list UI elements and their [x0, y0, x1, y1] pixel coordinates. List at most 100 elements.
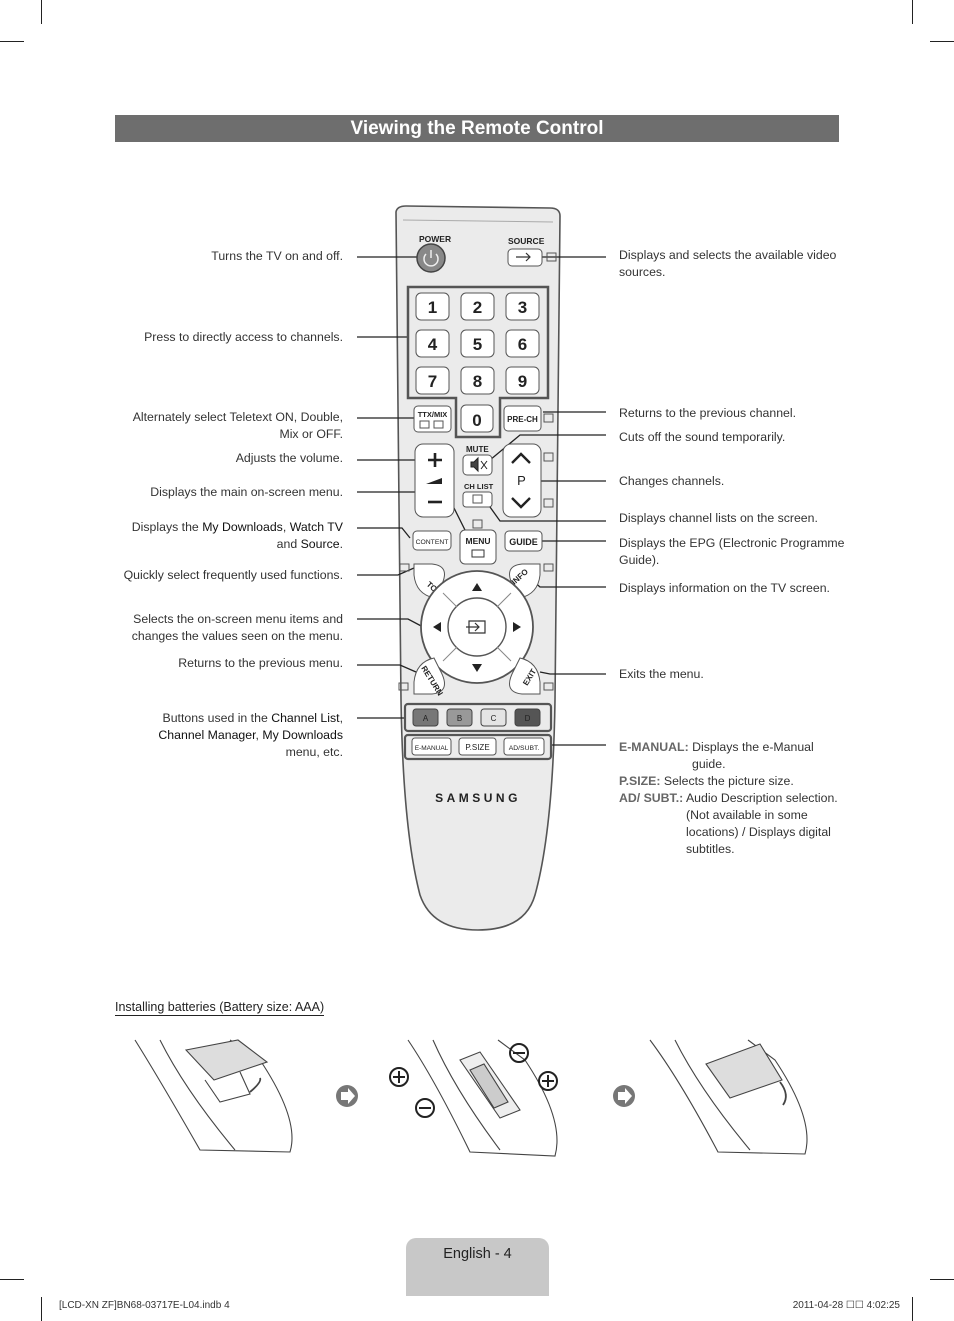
teletext-small-icon — [543, 413, 554, 423]
guide-button[interactable] — [504, 530, 543, 552]
label-source-line: Displays and selects the available video — [619, 248, 837, 262]
label-text: Displays the — [131, 520, 203, 534]
menu-button[interactable] — [459, 529, 497, 565]
crop-mark — [0, 1279, 24, 1280]
digit-8-button[interactable] — [460, 366, 495, 395]
label-guide-line: Guide). — [619, 553, 660, 567]
color-button-c[interactable] — [480, 708, 507, 727]
label-text: and — [276, 537, 301, 551]
label-bold: Watch TV — [289, 520, 343, 534]
definition-text: locations) / Displays digital — [686, 825, 831, 839]
label-bold: Channel List — [271, 711, 340, 725]
ch-list-label: CH LIST — [464, 482, 494, 491]
power-icon — [423, 250, 439, 267]
label-bold: Channel Manager — [158, 728, 256, 742]
term-p-size: P.SIZE: — [619, 774, 661, 788]
label-function-buttons: E-MANUAL: Displays the e-Manual guide. P… — [619, 739, 844, 858]
volume-icon — [426, 478, 442, 484]
label-text: menu, etc. — [285, 745, 343, 759]
ad-subt-label: AD/SUBT. — [509, 745, 540, 752]
label-source: Displays and selects the available video… — [619, 247, 836, 281]
label-bold: Source — [300, 537, 340, 551]
label-channel: Changes channels. — [619, 474, 725, 488]
e-manual-button[interactable] — [411, 737, 452, 756]
digit-9-label: 9 — [518, 372, 527, 391]
digit-4-label: 4 — [428, 335, 438, 354]
color-button-a[interactable] — [412, 708, 439, 727]
label-power: Turns the TV on and off. — [211, 249, 343, 263]
digit-1-label: 1 — [428, 298, 437, 317]
color-button-label: D — [525, 714, 531, 723]
exit-button[interactable] — [509, 657, 541, 695]
page-title: Viewing the Remote Control — [115, 115, 839, 142]
guide-label: GUIDE — [509, 537, 538, 547]
arrow-down-icon — [472, 664, 482, 672]
digit-7-label: 7 — [428, 372, 437, 391]
label-text: , — [282, 520, 290, 534]
color-button-label: C — [491, 714, 497, 723]
color-button-b[interactable] — [446, 708, 473, 727]
digit-5-button[interactable] — [460, 329, 495, 358]
polarity-icons — [389, 1043, 558, 1118]
ring-divider — [442, 646, 458, 662]
content-button[interactable] — [412, 530, 452, 551]
label-text: , — [255, 728, 263, 742]
crop-mark — [0, 41, 24, 42]
chevron-down-icon — [511, 497, 531, 509]
ad-subt-button[interactable] — [503, 737, 545, 756]
definition-text: (Not available in some — [686, 808, 808, 822]
color-button-label: B — [457, 714, 462, 723]
ch-list-button[interactable] — [462, 491, 493, 508]
digit-7-button[interactable] — [415, 366, 450, 395]
label-return: Returns to the previous menu. — [178, 656, 343, 670]
label-numbers: Press to directly access to channels. — [144, 330, 343, 344]
label-content: Displays the My Downloads, Watch TV and … — [132, 519, 343, 553]
label-text: . — [339, 537, 343, 551]
label-nav-line: changes the values seen on the menu. — [131, 629, 343, 643]
p-size-button[interactable] — [458, 737, 497, 756]
label-bold: My Downloads — [262, 728, 343, 742]
battery-step-2 — [407, 1039, 558, 1157]
digit-6-button[interactable] — [505, 329, 540, 358]
ring-divider — [496, 592, 512, 608]
label-text: Buttons used in the — [162, 711, 272, 725]
digit-2-button[interactable] — [460, 292, 495, 321]
color-button-d[interactable] — [514, 708, 541, 727]
color-buttons: A B C D — [412, 708, 541, 727]
arrow-right-icon — [513, 622, 521, 632]
arrow-right-icon — [613, 1085, 635, 1107]
crop-mark — [930, 1279, 954, 1280]
p-size-label: P.SIZE — [465, 743, 489, 752]
volume-rocker[interactable] — [414, 443, 455, 518]
content-label: CONTENT — [416, 539, 449, 546]
teletext-small-icon — [543, 563, 554, 572]
function-buttons-outline — [403, 733, 553, 761]
label-exit: Exits the menu. — [619, 667, 704, 681]
arrow-left-icon — [433, 622, 441, 632]
pre-ch-button[interactable] — [503, 405, 542, 432]
digit-4-button[interactable] — [415, 329, 450, 358]
return-button[interactable] — [413, 657, 445, 695]
crop-mark — [912, 1297, 913, 1321]
ttx-mix-button[interactable] — [413, 405, 452, 433]
definition-text: Selects the picture size. — [660, 774, 794, 788]
power-label: POWER — [419, 234, 451, 244]
arrow-right-icon — [336, 1085, 358, 1107]
digit-3-button[interactable] — [505, 292, 540, 321]
color-button-label: A — [423, 714, 429, 723]
menu-icon — [471, 549, 485, 558]
chevron-up-icon — [511, 452, 531, 464]
label-tools: Quickly select frequently used functions… — [123, 568, 343, 582]
teletext-small-icon — [398, 682, 409, 691]
digit-1-button[interactable] — [415, 292, 450, 321]
brand-logo: SAMSUNG — [435, 791, 521, 805]
crop-mark — [930, 41, 954, 42]
digit-0-button[interactable] — [460, 404, 494, 433]
pre-ch-label: PRE-CH — [507, 415, 538, 424]
digit-9-button[interactable] — [505, 366, 540, 395]
volume-up-icon — [428, 453, 442, 467]
definition-text: guide. — [692, 757, 726, 771]
arrow-up-icon — [472, 583, 482, 591]
digit-6-label: 6 — [518, 335, 527, 354]
